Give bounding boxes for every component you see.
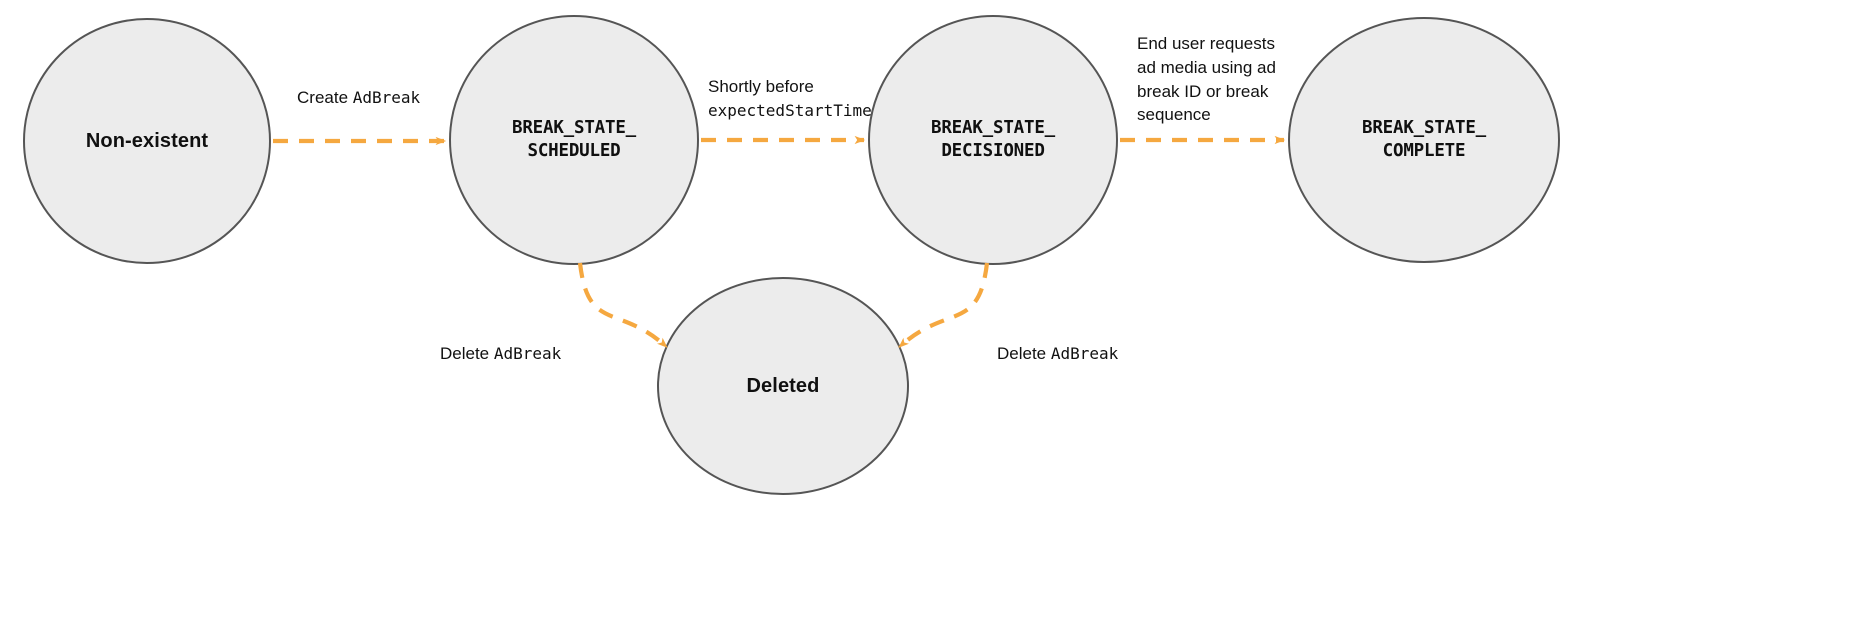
transition-edge-delete-adbreak-from-scheduled[interactable] (577, 262, 669, 349)
transition-edge-delete-adbreak-from-decisioned[interactable] (897, 262, 990, 349)
label-run: ad media using ad (1137, 57, 1276, 77)
label-run: AdBreak (1050, 344, 1119, 363)
label-run: expectedStartTime (708, 100, 872, 120)
state-node-deleted[interactable] (657, 277, 909, 495)
transition-label-delete-adbreak-from-decisioned: Delete AdBreak (997, 342, 1157, 366)
state-node-break-state-complete[interactable] (1288, 17, 1560, 263)
label-run: break ID or break (1137, 81, 1269, 101)
transition-label-end-user-requests-ad-media: End user requests ad media using ad break … (1137, 32, 1327, 127)
label-run: Delete (997, 344, 1051, 363)
label-run: Shortly before (708, 77, 814, 96)
transition-label-delete-adbreak-from-scheduled: Delete AdBreak (440, 342, 600, 366)
state-node-non-existent[interactable] (23, 18, 271, 264)
transition-label-shortly-before-expected-start-time: Shortly before expectedStartTime (708, 75, 888, 123)
label-run: Delete (440, 344, 494, 363)
label-run: AdBreak (352, 88, 421, 107)
label-run: Create (297, 88, 353, 107)
edges-group (273, 135, 1286, 349)
nodes-group (23, 15, 1560, 495)
label-run: sequence (1137, 105, 1211, 125)
transition-label-create-adbreak: Create AdBreak (297, 86, 457, 110)
state-node-break-state-scheduled[interactable] (449, 15, 699, 265)
label-run: End user requests (1137, 34, 1275, 53)
state-node-break-state-decisioned[interactable] (868, 15, 1118, 265)
label-run: AdBreak (493, 344, 562, 363)
